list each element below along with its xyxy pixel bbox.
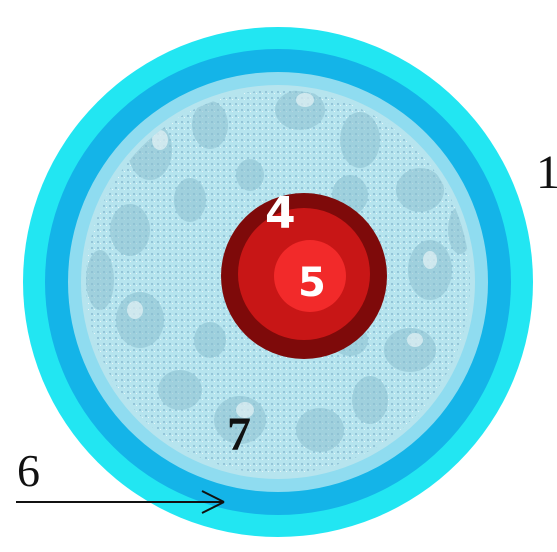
inner-texture xyxy=(86,90,470,474)
label-1: 1 xyxy=(536,146,557,199)
right-arrow-icon xyxy=(16,490,225,514)
label-5: 5 xyxy=(298,260,326,306)
label-6: 6 xyxy=(17,445,40,496)
label-4: 4 xyxy=(265,188,296,239)
core-inner xyxy=(274,240,346,312)
label-7: 7 xyxy=(227,408,251,461)
